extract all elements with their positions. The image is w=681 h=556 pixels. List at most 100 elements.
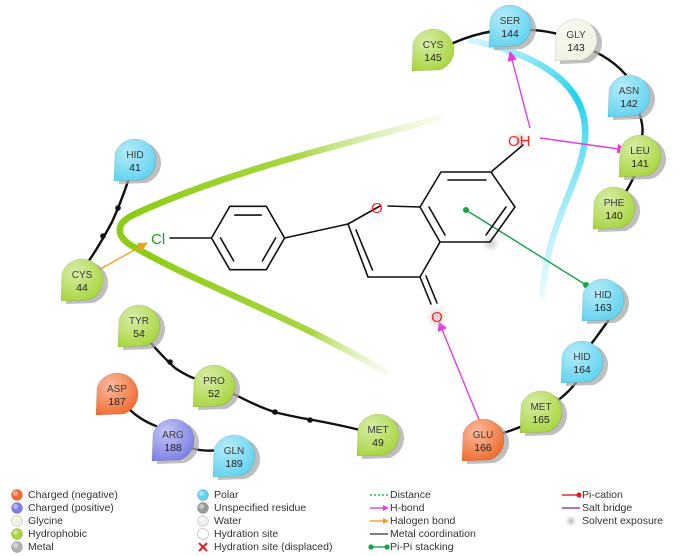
residue-number: 41 <box>129 162 141 174</box>
legend-symbol-distance <box>368 489 390 501</box>
legend-symbol-polar <box>192 488 214 501</box>
legend-symbol-metal-coord <box>368 528 390 540</box>
residue-shine <box>520 390 562 433</box>
residue-shine <box>582 279 625 321</box>
residue-name: GLN <box>224 446 245 457</box>
residue-name: PRO <box>203 376 225 387</box>
residue-shine <box>114 139 156 181</box>
legend-label: Unspecified residue <box>214 501 307 514</box>
legend-symbol-solvent <box>560 515 582 527</box>
legend-item-hydration: Hydration site <box>192 528 332 541</box>
legend-symbol-hbond <box>368 502 390 514</box>
legend-item-solvent: Solvent exposure <box>560 514 663 527</box>
atom-ring-oxygen: O <box>371 200 383 217</box>
legend-label: Distance <box>390 488 431 501</box>
residue-shine <box>213 435 255 477</box>
legend-label: Halogen bond <box>390 514 456 527</box>
residue-shine <box>561 341 603 383</box>
legend-label: Metal <box>28 541 54 554</box>
residue-name: HID <box>573 352 590 363</box>
residue-name: LEU <box>630 146 649 157</box>
legend-symbol-hydration <box>192 528 214 541</box>
legend-label: Glycine <box>28 514 64 527</box>
residue-number: 52 <box>208 388 220 400</box>
hbond-oh-leu141 <box>539 137 627 154</box>
residue-shine <box>593 187 635 229</box>
legend-item-glycine: Glycine <box>6 514 118 527</box>
residue-shine <box>608 75 650 117</box>
residue-shine <box>193 365 235 407</box>
pipi-stacking-hid163 <box>465 209 587 286</box>
residue-shine <box>357 413 399 456</box>
legend-item-halogen: Halogen bond <box>368 514 476 527</box>
legend-label: Pi-Pi stacking <box>390 541 454 554</box>
residue-name: PHE <box>604 198 625 209</box>
atom-oh: OH <box>508 133 531 150</box>
residue-number: 54 <box>133 328 145 340</box>
residue-name: TYR <box>129 316 149 327</box>
ligand: OH O O Cl <box>151 131 531 328</box>
residue-shine <box>462 419 504 461</box>
legend-label: Hydration site <box>214 528 279 541</box>
legend-symbol-negative <box>6 488 28 501</box>
residue-number: 187 <box>108 396 126 408</box>
residue-name: ARG <box>162 430 184 441</box>
residue-number: 141 <box>631 158 649 170</box>
legend-item-metal-coord: Metal coordination <box>368 528 476 541</box>
legend-symbol-hydration-displaced <box>192 541 214 553</box>
residue-name: ASN <box>619 86 640 97</box>
backbone-tyr54-met49 <box>148 340 362 432</box>
residue-number: 145 <box>424 52 442 64</box>
legend-symbol-pication <box>560 489 582 501</box>
pipi-dot-ligand <box>463 207 469 213</box>
solvent-exposure-ring <box>482 234 500 252</box>
residue-number: 144 <box>501 28 519 40</box>
residue-shine <box>96 373 138 415</box>
legend-item-metal: Metal <box>6 541 118 554</box>
residue-shine <box>61 259 104 301</box>
legend-symbol-hydrophobic <box>6 528 28 541</box>
interactions <box>94 51 627 423</box>
residue-number: 188 <box>164 442 182 454</box>
legend-item-hydration-displaced: Hydration site (displaced) <box>192 541 332 554</box>
legend-label: Hydrophobic <box>28 528 87 541</box>
pocket-hydrophobic-upper <box>116 114 444 252</box>
residue-name: HID <box>126 150 143 161</box>
residue-name: HID <box>594 290 611 301</box>
residue-number: 189 <box>225 458 243 470</box>
residue-number: 165 <box>532 414 550 426</box>
residue-shine <box>118 305 160 347</box>
legend-item-distance: Distance <box>368 488 476 501</box>
residue-name: CYS <box>72 270 93 281</box>
legend-column-residue-types: Charged (negative)Charged (positive)Glyc… <box>6 488 118 554</box>
pocket-outline <box>116 36 589 376</box>
legend-label: Salt bridge <box>582 501 633 514</box>
legend-symbol-glycine <box>6 514 28 527</box>
legend-item-hbond: H-bond <box>368 501 476 514</box>
residue-number: 49 <box>372 437 384 449</box>
legend-symbol-pipi <box>368 541 390 553</box>
legend-symbol-positive <box>6 501 28 514</box>
residue-shine <box>412 28 454 72</box>
legend-symbol-saltbridge <box>560 502 582 514</box>
legend-label: Polar <box>214 488 239 501</box>
residue-number: 166 <box>474 442 492 454</box>
